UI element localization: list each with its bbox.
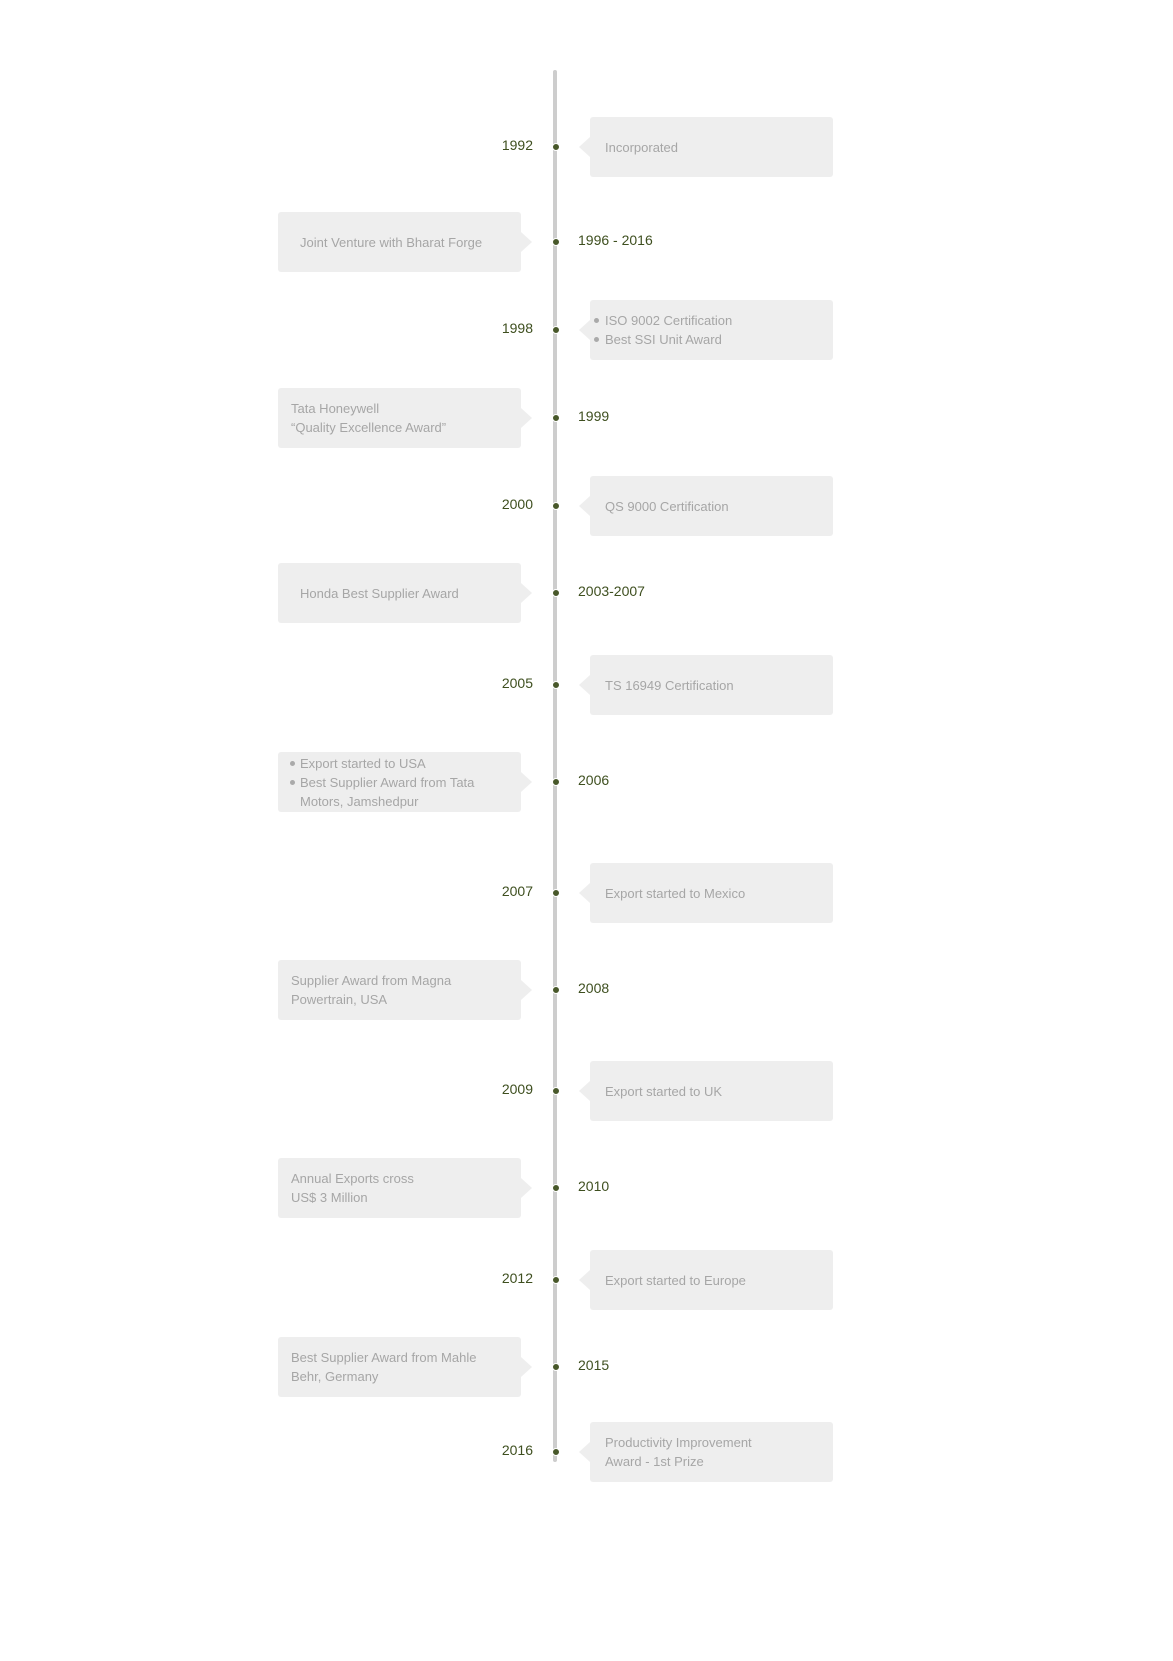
timeline-event-card: Joint Venture with Bharat Forge (278, 212, 532, 272)
timeline-event-card: Tata Honeywell “Quality Excellence Award” (278, 388, 532, 448)
timeline-dot-icon (552, 1276, 560, 1284)
timeline-year: 1992 (501, 137, 533, 153)
timeline-axis (553, 70, 557, 1462)
timeline-event-card: Incorporated (579, 117, 833, 177)
event-text: Productivity Improvement (605, 1435, 752, 1450)
timeline-dot-icon (552, 1184, 560, 1192)
event-text: QS 9000 Certification (605, 498, 729, 514)
event-text: Honda Best Supplier Award (300, 585, 459, 601)
timeline-dot-icon (552, 681, 560, 689)
event-text: Behr, Germany (291, 1369, 379, 1384)
event-text: Best SSI Unit Award (594, 330, 833, 349)
timeline-year: 2010 (578, 1178, 610, 1194)
timeline-year: 1996 - 2016 (578, 232, 653, 248)
timeline-year: 2009 (501, 1081, 533, 1097)
timeline-year: 1998 (501, 320, 533, 336)
event-text: Incorporated (605, 139, 678, 155)
timeline-year: 2006 (578, 772, 610, 788)
timeline-dot-icon (552, 589, 560, 597)
event-text: Joint Venture with Bharat Forge (300, 234, 483, 250)
timeline-dot-icon (552, 414, 560, 422)
event-text: Award - 1st Prize (605, 1454, 704, 1469)
timeline-year: 2003-2007 (578, 583, 645, 599)
timeline-event-card: Export started to UK (579, 1061, 833, 1121)
timeline-event-card: TS 16949 Certification (579, 655, 833, 715)
timeline-dot-icon (552, 502, 560, 510)
timeline-dot-icon (552, 986, 560, 994)
timeline-year: 2005 (501, 675, 533, 691)
timeline-event-card: Export started to Europe (579, 1250, 833, 1310)
timeline-year: 2007 (501, 883, 533, 899)
timeline-dot-icon (552, 326, 560, 334)
timeline-dot-icon (552, 1087, 560, 1095)
event-text: Best Supplier Award from Mahle (291, 1350, 477, 1365)
timeline-dot-icon (552, 1448, 560, 1456)
event-text: Best Supplier Award from Tata Motors, Ja… (290, 773, 521, 811)
event-text: Export started to Europe (605, 1272, 746, 1288)
timeline-year: 2016 (501, 1442, 533, 1458)
event-text: Export started to USA (290, 754, 521, 773)
event-text: ISO 9002 Certification (594, 311, 833, 330)
timeline-year: 2012 (501, 1270, 533, 1286)
event-text: “Quality Excellence Award” (291, 420, 447, 435)
event-text: Export started to UK (605, 1083, 723, 1099)
timeline-dot-icon (552, 143, 560, 151)
timeline-year: 2000 (501, 496, 533, 512)
timeline-event-card: Honda Best Supplier Award (278, 563, 532, 623)
event-text: Tata Honeywell (291, 401, 380, 416)
timeline-event-card: QS 9000 Certification (579, 476, 833, 536)
timeline-dot-icon (552, 889, 560, 897)
event-text: Supplier Award from Magna (291, 973, 452, 988)
event-text: Annual Exports cross (291, 1171, 414, 1186)
timeline-dot-icon (552, 238, 560, 246)
event-text: Export started to Mexico (605, 885, 746, 901)
event-text: TS 16949 Certification (605, 677, 734, 693)
timeline-event-card: Export started to Mexico (579, 863, 833, 923)
timeline-dot-icon (552, 1363, 560, 1371)
timeline-year: 2015 (578, 1357, 610, 1373)
timeline-year: 2008 (578, 980, 610, 996)
timeline-year: 1999 (578, 408, 610, 424)
timeline-dot-icon (552, 778, 560, 786)
event-text: Powertrain, USA (291, 992, 388, 1007)
event-text: US$ 3 Million (291, 1190, 368, 1205)
